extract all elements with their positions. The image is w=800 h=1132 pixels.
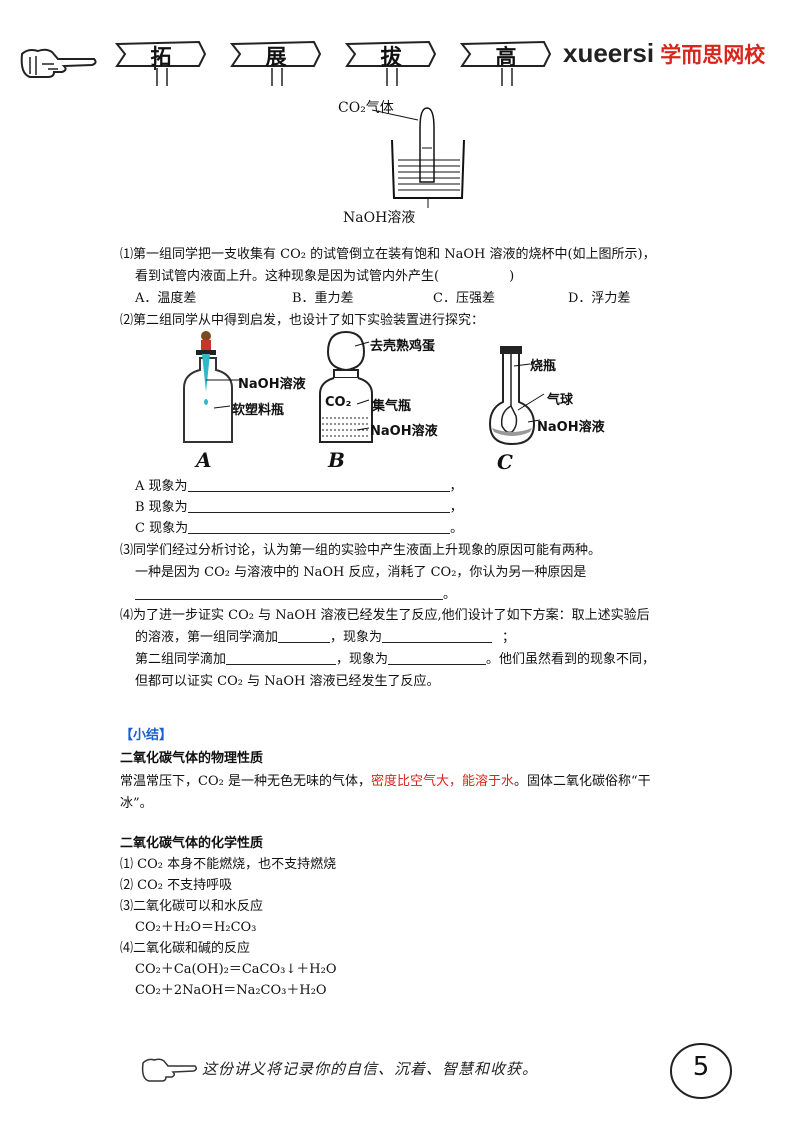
chem-equation-1: CO₂＋H₂O＝H₂CO₃ [135,920,257,935]
page-number-circle [670,1043,732,1099]
pointing-hand-icon [20,48,97,78]
q2-intro: ⑵第二组同学从中得到启发，也设计了如下实验装置进行探究： [120,313,485,328]
q3-answer-line: 。 [135,585,456,605]
brand-latin: xueersi [563,38,655,68]
c-naoh-label: NaOH溶液 [537,420,605,435]
brand-logo: xueersi 学而思网校 [563,38,765,69]
phys-text-a: 常温常压下，CO₂ 是一种无色无味的气体， [120,774,371,789]
q4-group2-reagent-blank[interactable] [226,650,337,665]
q1-option-d: D．浮力差 [568,291,631,306]
chem-item-1: ⑴ CO₂ 本身不能燃烧，也不支持燃烧 [120,857,337,872]
phys-text-c: 冰”。 [120,796,153,811]
brand-cn: 学而思网校 [660,43,766,67]
q3-line2: 一种是因为 CO₂ 与溶液中的 NaOH 反应，消耗了 CO₂，你认为另一种原因… [135,565,587,580]
banner-char-1: 拓 [150,45,172,69]
b-co2-label: CO₂ [325,395,352,410]
q4-line2-part3: ； [502,630,516,645]
phenomenon-a-end: ， [449,479,463,494]
q4-group2-phenomenon-blank[interactable] [388,650,487,665]
page-number: 5 [692,1052,710,1082]
a-bottle-label: 软塑料瓶 [232,403,285,418]
phenomenon-b-label: B 现象为 [135,500,188,515]
q1-line2: 看到试管内液面上升。这种现象是因为试管内外产生() [135,267,514,287]
q3-end: 。 [443,587,457,602]
q1-option-c: C．压强差 [433,291,495,306]
banner-sign-2: 展 [229,38,322,70]
phys-text: 常温常压下，CO₂ 是一种无色无味的气体，密度比空气大，能溶于水。固体二氧化碳俗… [120,772,651,792]
q1-line2-text: 看到试管内液面上升。这种现象是因为试管内外产生( [135,269,440,284]
q4-line4: 但都可以证实 CO₂ 与 NaOH 溶液已经发生了反应。 [135,674,440,689]
chem-equation-3: CO₂＋2NaOH＝Na₂CO₃＋H₂O [135,983,327,998]
phenomenon-c-blank[interactable] [188,519,451,534]
q4-group1-reagent-blank[interactable] [278,628,331,643]
b-egg-label: 去壳熟鸡蛋 [370,339,436,354]
dropper-bottle-diagram [183,331,233,443]
phenomenon-c-label: C 现象为 [135,521,189,536]
b-naoh-label: NaOH溶液 [370,424,438,439]
q4-line2-part2: ，现象为 [330,630,383,645]
q4-line3-part2: ，现象为 [336,652,389,667]
phys-title: 二氧化碳气体的物理性质 [120,751,264,766]
phenomenon-a-label: A 现象为 [135,479,188,494]
footer-pointing-hand-icon [141,1058,198,1082]
phenomenon-c: C 现象为 。 [135,519,463,539]
phys-text-highlight: 密度比空气大，能溶于水 [370,774,514,789]
banner-sign-3: 拔 [344,38,437,70]
q1-option-a: A．温度差 [135,291,197,306]
c-caption: C [497,450,513,474]
chem-item-3: ⑶二氧化碳可以和水反应 [120,899,264,914]
chem-equation-2: CO₂＋Ca(OH)₂＝CaCO₃↓＋H₂O [135,962,337,977]
summary-tag: 【小结】 [120,728,173,743]
phenomenon-b: B 现象为 ， [135,498,463,518]
banner-char-2: 展 [265,45,287,69]
leader-lines-a [206,379,240,409]
q4-line1: ⑷为了进一步证实 CO₂ 与 NaOH 溶液已经发生了反应,他们设计了如下方案：… [120,608,650,623]
phenomenon-a-blank[interactable] [187,477,450,492]
c-balloon-label: 气球 [547,393,574,408]
q4-line3-part3: 。他们虽然看到的现象不同， [486,652,656,667]
banner-posts [156,68,513,86]
a-caption: A [196,448,212,472]
q3-line1: ⑶同学们经过分析讨论，认为第一组的实验中产生液面上升现象的原因可能有两种。 [120,543,602,558]
chem-item-2: ⑵ CO₂ 不支持呼吸 [120,878,233,893]
c-flask-label: 烧瓶 [530,359,557,374]
q1-line1: ⑴第一组同学把一支收集有 CO₂ 的试管倒立在装有饱和 NaOH 溶液的烧杯中(… [120,247,656,262]
q4-line2-part1: 的溶液，第一组同学滴加 [135,630,279,645]
chem-item-4: ⑷二氧化碳和碱的反应 [120,941,251,956]
q1-option-b: B．重力差 [292,291,354,306]
banner-char-4: 高 [495,45,517,69]
naoh-solution-label: NaOH溶液 [343,210,416,226]
flask-balloon-diagram [488,346,536,446]
q4-line2: 的溶液，第一组同学滴加 ，现象为 ； [135,628,515,648]
leader-lines-c [513,363,545,423]
leader-lines-b [355,341,370,431]
q1-paren-close: ) [509,269,515,284]
banner-sign-4: 高 [459,38,552,70]
chem-title: 二氧化碳气体的化学性质 [120,836,264,851]
phys-text-b: 。固体二氧化碳俗称“干 [513,774,651,789]
q4-line3: 第二组同学滴加 ，现象为 。他们虽然看到的现象不同， [135,650,655,670]
footer-motto: 这份讲义将记录你的自信、沉着、智慧和收获。 [202,1060,539,1078]
phenomenon-c-end: 。 [450,521,464,536]
banner-char-3: 拔 [380,45,402,69]
a-naoh-label: NaOH溶液 [238,377,306,392]
b-jar-label: 集气瓶 [372,399,412,414]
phenomenon-a: A 现象为 ， [135,477,463,497]
phenomenon-b-blank[interactable] [187,498,450,513]
q3-answer-blank[interactable] [135,585,443,600]
gas-jar-egg-diagram [319,330,373,443]
q4-group1-phenomenon-blank[interactable] [382,628,493,643]
banner-sign-1: 拓 [114,38,207,78]
beaker-diagram [371,107,465,208]
b-caption: B [328,448,345,472]
phenomenon-b-end: ， [449,500,463,515]
q4-line3-part1: 第二组同学滴加 [135,652,227,667]
